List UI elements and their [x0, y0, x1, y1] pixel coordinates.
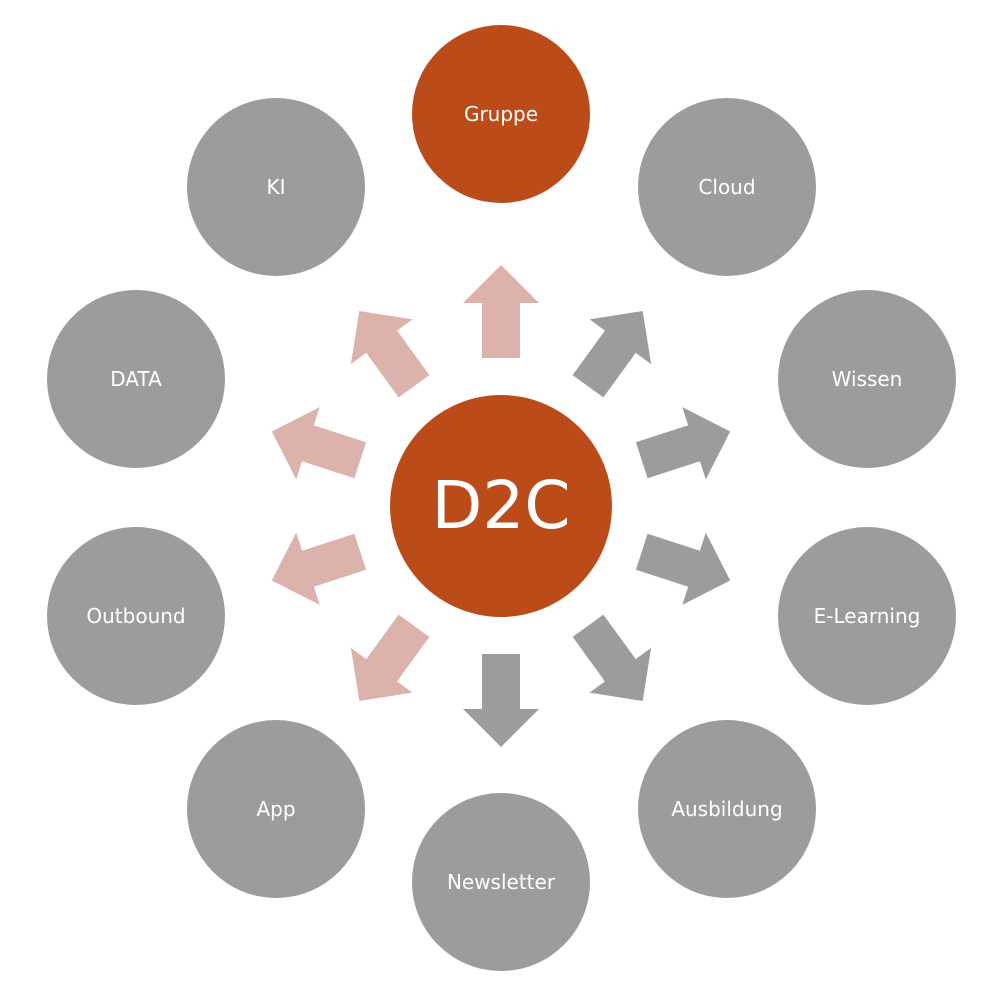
- node-wissen: Wissen: [778, 290, 956, 468]
- node-label: KI: [266, 175, 286, 199]
- node-app: App: [187, 720, 365, 898]
- arrow-to-ki: [350, 311, 430, 398]
- node-cloud: Cloud: [638, 98, 816, 276]
- arrow-to-newsletter: [463, 654, 539, 747]
- arrow-to-gruppe: [463, 265, 539, 358]
- arrow-to-outbound: [271, 532, 367, 605]
- node-label: E-Learning: [813, 604, 921, 628]
- node-e-learning: E-Learning: [778, 527, 956, 705]
- node-data: DATA: [47, 290, 225, 468]
- node-label: Cloud: [698, 175, 756, 199]
- arrow-to-wissen: [635, 407, 731, 480]
- node-label: DATA: [110, 367, 162, 391]
- node-outbound: Outbound: [47, 527, 225, 705]
- node-ausbildung: Ausbildung: [638, 720, 816, 898]
- node-newsletter: Newsletter: [412, 793, 590, 971]
- arrow-to-data: [271, 407, 367, 480]
- node-gruppe: Gruppe: [412, 25, 590, 203]
- node-label: Ausbildung: [671, 797, 783, 821]
- arrow-to-cloud: [572, 311, 652, 398]
- node-label: App: [256, 797, 296, 821]
- node-label: Gruppe: [463, 102, 539, 126]
- arrow-to-ausbildung: [572, 614, 652, 701]
- node-label: Newsletter: [446, 870, 556, 894]
- arrow-to-e-learning: [635, 532, 731, 605]
- arrow-to-app: [350, 614, 430, 701]
- node-ki: KI: [187, 98, 365, 276]
- node-label: Wissen: [831, 367, 903, 391]
- center-label: D2C: [431, 467, 571, 544]
- center-node-d2c: D2C: [390, 395, 612, 617]
- node-label: Outbound: [86, 604, 186, 628]
